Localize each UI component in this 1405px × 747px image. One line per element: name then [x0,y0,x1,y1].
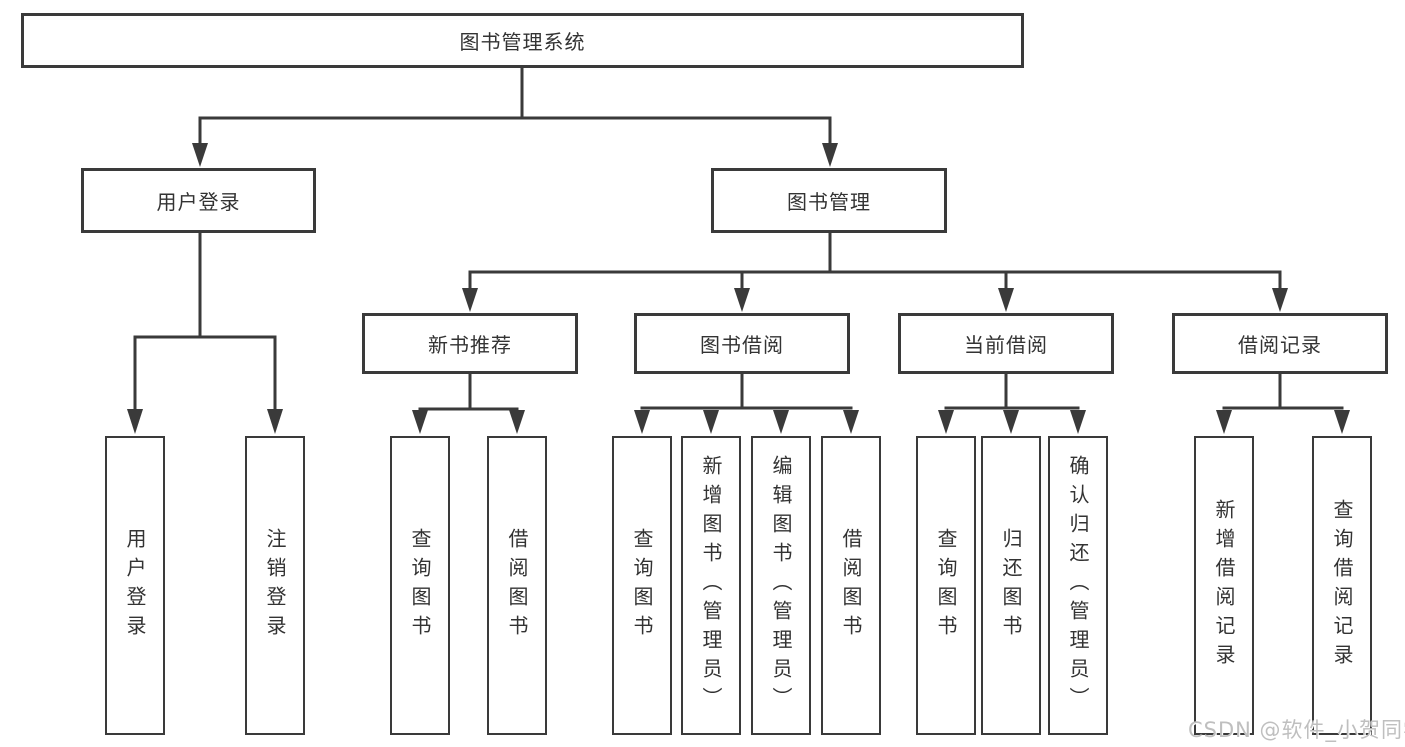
leaf-current-return: 归还图书 [981,436,1041,735]
leaf-borrow-edit-label: 编辑图书（管理员） [769,455,793,716]
node-book-branch-label: 图书管理 [787,190,871,214]
leaf-borrow-borrow: 借阅图书 [821,436,881,735]
leaf-user-login: 用户登录 [105,436,165,735]
connector-current-branch [938,372,1086,434]
connector-root-to-level2 [192,66,838,167]
leaf-borrow-add: 新增图书（管理员） [681,436,741,735]
leaf-newbook-query-label: 查询图书 [408,527,432,644]
leaf-record-add: 新增借阅记录 [1194,436,1254,735]
leaf-borrow-query: 查询图书 [612,436,672,735]
leaf-logout: 注销登录 [245,436,305,735]
leaf-newbook-borrow: 借阅图书 [487,436,547,735]
leaf-borrow-borrow-label: 借阅图书 [839,527,863,644]
node-record: 借阅记录 [1172,313,1388,374]
leaf-borrow-add-label: 新增图书（管理员） [699,455,723,716]
leaf-current-return-label: 归还图书 [999,527,1023,644]
node-borrow-label: 图书借阅 [700,333,784,357]
connector-book-branch [462,231,1288,312]
connector-record-branch [1216,372,1350,434]
leaf-newbook-query: 查询图书 [390,436,450,735]
leaf-record-query: 查询借阅记录 [1312,436,1372,735]
node-newbook: 新书推荐 [362,313,578,374]
leaf-user-login-label: 用户登录 [123,527,147,644]
node-root: 图书管理系统 [21,13,1024,68]
leaf-current-confirm-label: 确认归还（管理员） [1066,455,1090,716]
leaf-newbook-borrow-label: 借阅图书 [505,527,529,644]
leaf-record-add-label: 新增借阅记录 [1212,498,1236,673]
leaf-current-query: 查询图书 [916,436,976,735]
leaf-borrow-edit: 编辑图书（管理员） [751,436,811,735]
node-book-branch: 图书管理 [711,168,947,233]
node-user-branch-label: 用户登录 [156,190,241,214]
node-root-label: 图书管理系统 [459,30,586,54]
node-borrow: 图书借阅 [634,313,850,374]
leaf-borrow-query-label: 查询图书 [630,527,654,644]
node-newbook-label: 新书推荐 [428,333,512,357]
leaf-logout-label: 注销登录 [263,527,287,644]
connector-newbook-branch [412,372,525,434]
connector-borrow-branch [634,372,859,434]
node-current: 当前借阅 [898,313,1114,374]
leaf-current-confirm: 确认归还（管理员） [1048,436,1108,735]
csdn-watermark: CSDN @软件_小贺同学 [1188,718,1405,742]
connector-user-branch [127,231,283,434]
node-record-label: 借阅记录 [1238,333,1322,357]
node-user-branch: 用户登录 [81,168,316,233]
leaf-record-query-label: 查询借阅记录 [1330,498,1354,673]
leaf-current-query-label: 查询图书 [934,527,958,644]
node-current-label: 当前借阅 [964,333,1048,357]
